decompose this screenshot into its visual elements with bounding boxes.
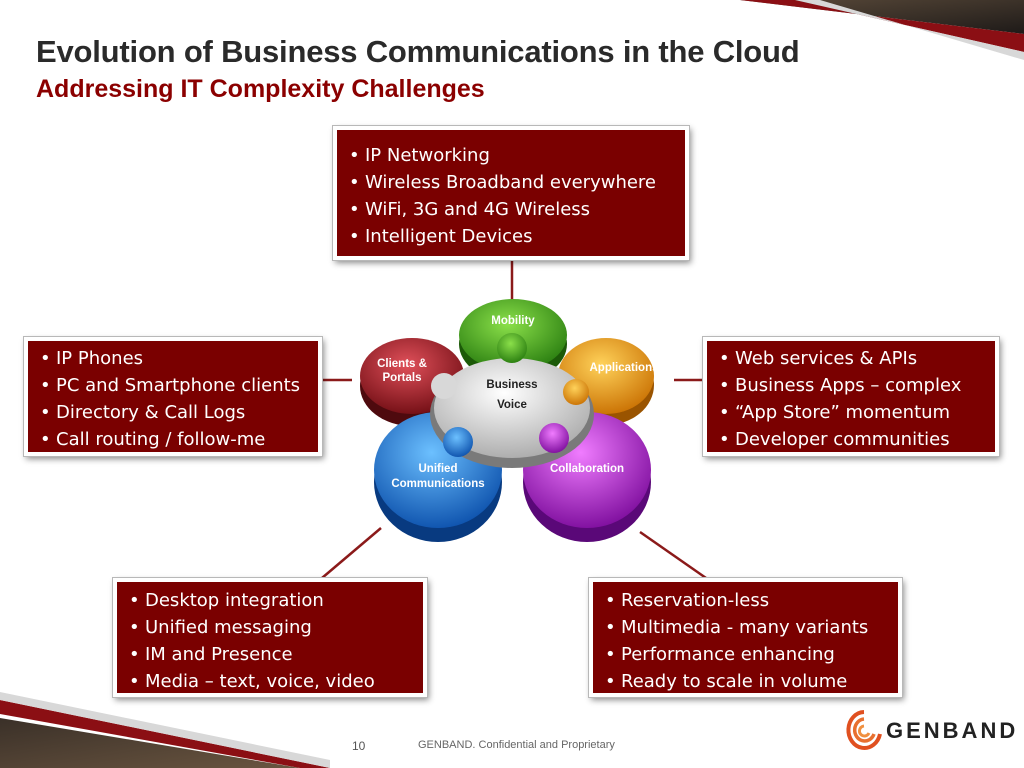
list-item: Unified messaging bbox=[123, 614, 417, 641]
collaboration-label: Collaboration bbox=[550, 463, 624, 475]
list-item: IM and Presence bbox=[123, 641, 417, 668]
top-right-decoration bbox=[740, 0, 1024, 60]
list-item: Multimedia - many variants bbox=[599, 614, 892, 641]
list-item: Ready to scale in volume bbox=[599, 668, 892, 695]
clients-portals-label: Clients &Portals bbox=[377, 358, 427, 384]
collaboration-list: Reservation-less Multimedia - many varia… bbox=[599, 587, 892, 695]
bottom-left-decoration bbox=[0, 692, 330, 768]
slide-title: Evolution of Business Communications in … bbox=[36, 34, 800, 69]
list-item: Media – text, voice, video bbox=[123, 668, 417, 695]
box-mobility-drivers: IP Networking Wireless Broadband everywh… bbox=[333, 126, 689, 260]
list-item: IP Phones bbox=[34, 345, 312, 372]
applications-label: Applications bbox=[589, 362, 658, 374]
genband-logo-icon bbox=[846, 710, 882, 750]
list-item: WiFi, 3G and 4G Wireless bbox=[343, 196, 679, 223]
business-voice-diagram: Mobility Applications Clients &Portals U… bbox=[360, 299, 659, 542]
list-item: Reservation-less bbox=[599, 587, 892, 614]
list-item: Web services & APIs bbox=[713, 345, 989, 372]
list-item: IP Networking bbox=[343, 142, 679, 169]
mobility-list: IP Networking Wireless Broadband everywh… bbox=[343, 142, 679, 250]
list-item: Directory & Call Logs bbox=[34, 399, 312, 426]
unified-communications-list: Desktop integration Unified messaging IM… bbox=[123, 587, 417, 695]
list-item: Wireless Broadband everywhere bbox=[343, 169, 679, 196]
list-item: Business Apps – complex bbox=[713, 372, 989, 399]
mobility-label: Mobility bbox=[491, 315, 535, 327]
box-unified-communications-drivers: Desktop integration Unified messaging IM… bbox=[113, 578, 427, 697]
box-collaboration-drivers: Reservation-less Multimedia - many varia… bbox=[589, 578, 902, 697]
slide-subtitle: Addressing IT Complexity Challenges bbox=[36, 75, 485, 103]
list-item: Intelligent Devices bbox=[343, 223, 679, 250]
list-item: Desktop integration bbox=[123, 587, 417, 614]
confidential-notice: GENBAND. Confidential and Proprietary bbox=[418, 739, 615, 751]
list-item: Performance enhancing bbox=[599, 641, 892, 668]
list-item: Developer communities bbox=[713, 426, 989, 453]
box-applications-drivers: Web services & APIs Business Apps – comp… bbox=[703, 337, 999, 456]
clients-list: IP Phones PC and Smartphone clients Dire… bbox=[34, 345, 312, 453]
list-item: “App Store” momentum bbox=[713, 399, 989, 426]
applications-list: Web services & APIs Business Apps – comp… bbox=[713, 345, 989, 453]
business-voice-center bbox=[430, 333, 594, 468]
page-number: 10 bbox=[352, 739, 366, 753]
box-clients-drivers: IP Phones PC and Smartphone clients Dire… bbox=[24, 337, 322, 456]
list-item: Call routing / follow-me bbox=[34, 426, 312, 453]
list-item: PC and Smartphone clients bbox=[34, 372, 312, 399]
genband-logo-text: GENBAND bbox=[886, 718, 1019, 743]
